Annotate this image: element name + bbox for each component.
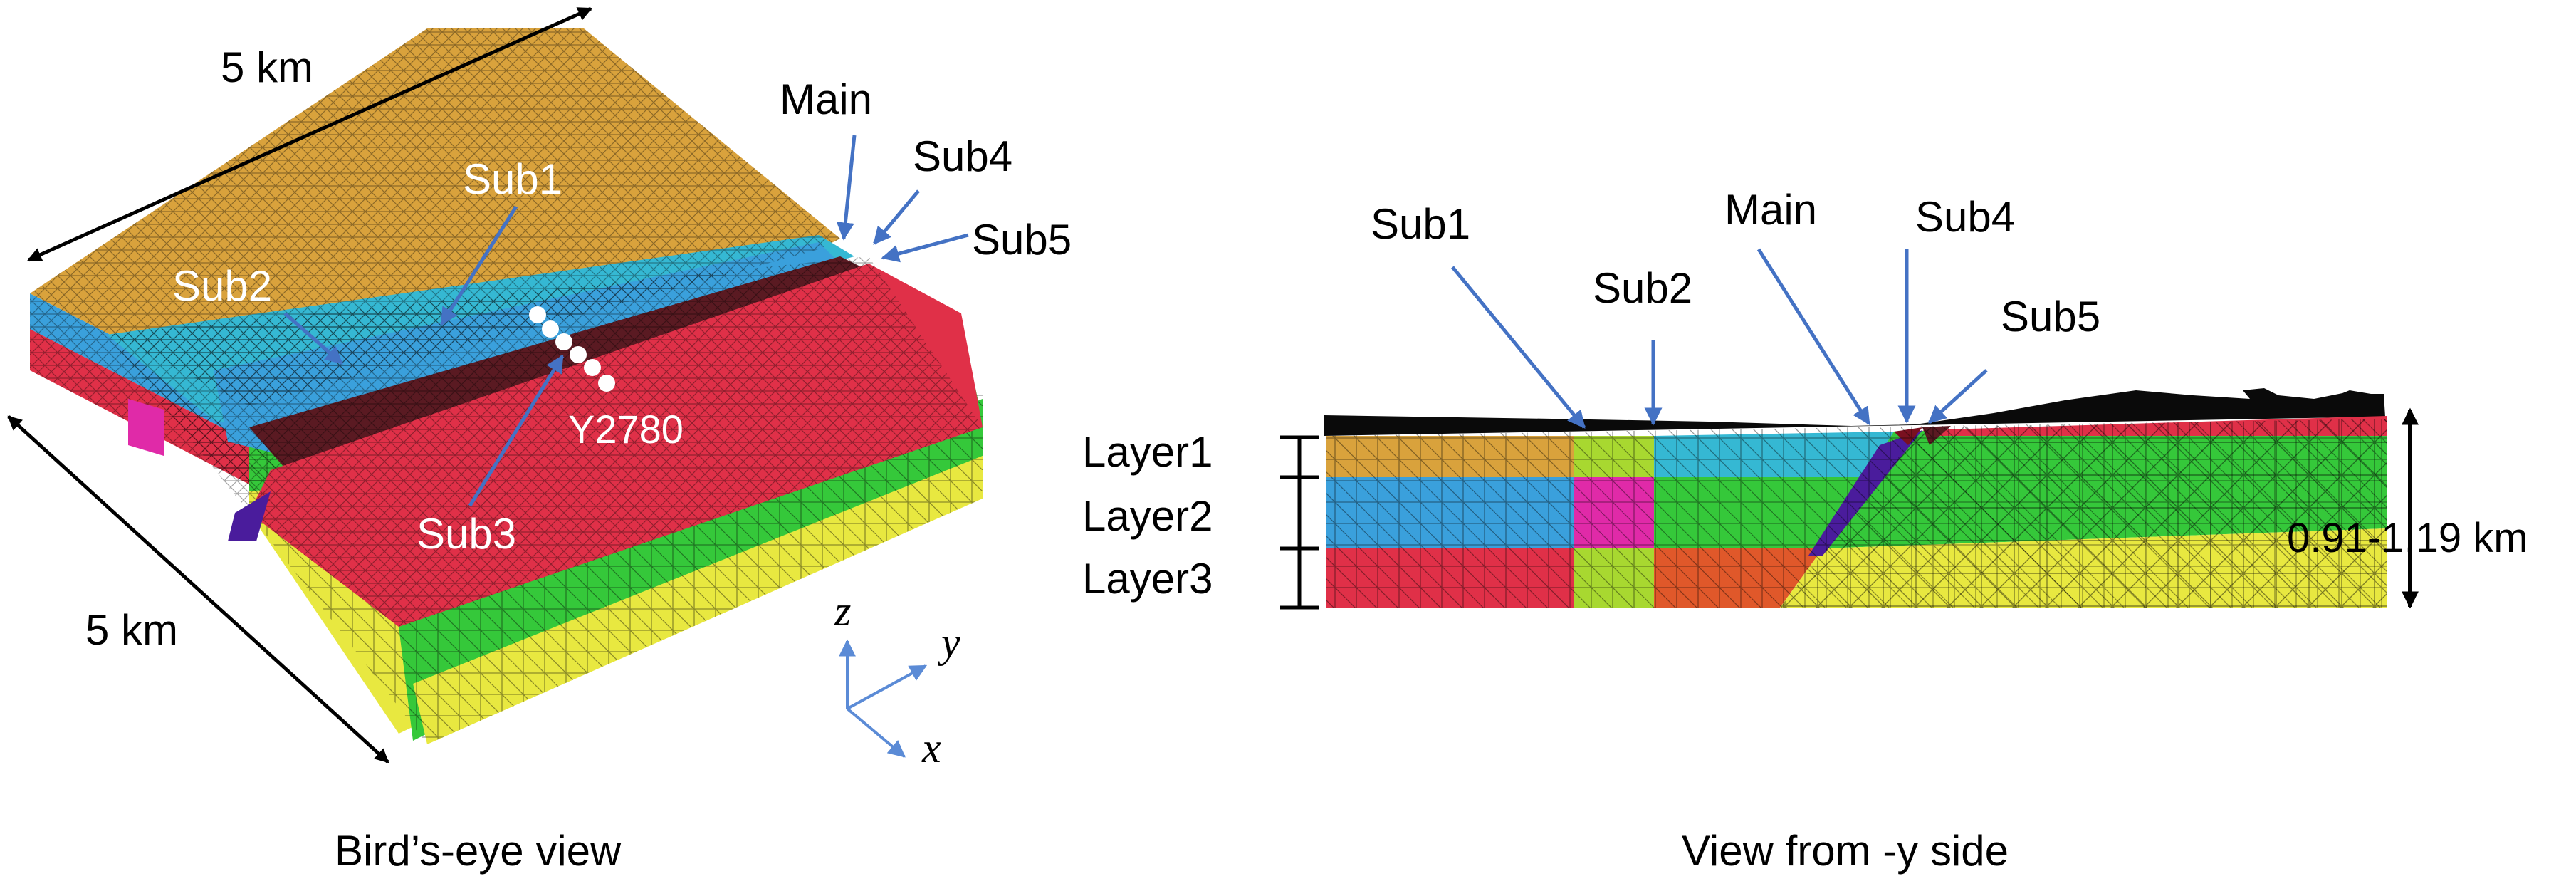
- axis-y-label: y: [937, 619, 960, 666]
- side-view-mesh-coarse: [1780, 419, 2387, 608]
- side-view-caption: View from -y side: [1682, 827, 2009, 875]
- side-main-pointer: [1756, 248, 1871, 426]
- side-sub4-label: Sub4: [1915, 193, 2015, 241]
- main-label: Main: [780, 75, 872, 123]
- layer1-label: Layer1: [1082, 428, 1213, 476]
- left-dimension-label: 5 km: [85, 606, 178, 654]
- coordinate-axes: z y x: [834, 588, 960, 771]
- left-dimension-arrow: [7, 415, 389, 763]
- sub4-label: Sub4: [913, 132, 1012, 180]
- top-dimension-arrow: [27, 6, 592, 262]
- well-y2780-label: Y2780: [568, 407, 684, 452]
- sub4-pointer: [873, 189, 920, 245]
- side-sub2-label: Sub2: [1593, 264, 1692, 312]
- side-sub1-label: Sub1: [1371, 200, 1470, 248]
- sub5-label: Sub5: [972, 216, 1072, 264]
- birds-eye-view-panel: 5 km 5 km Sub1 Sub2 Sub3 Main Sub4 Sub5 …: [7, 6, 1072, 875]
- axis-z-label: z: [834, 588, 851, 635]
- layer-brackets: [1280, 435, 1319, 610]
- sub3-label: Sub3: [417, 510, 516, 558]
- side-sub5-pointer: [1928, 369, 1988, 424]
- thickness-label: 0.91-1.19 km: [2287, 515, 2528, 561]
- side-sub5-label: Sub5: [2001, 293, 2100, 340]
- layer2-label: Layer2: [1082, 492, 1213, 540]
- sub2-label: Sub2: [172, 262, 272, 310]
- axis-x-label: x: [921, 724, 941, 771]
- top-dimension-label: 5 km: [221, 43, 313, 91]
- surface-topography: [1324, 388, 2385, 436]
- model-top-surface: [30, 28, 983, 627]
- sub1-label: Sub1: [463, 155, 562, 203]
- sub5-pointer: [881, 233, 969, 263]
- sub2-pointer: [283, 312, 343, 365]
- layer3-label: Layer3: [1082, 555, 1213, 603]
- well-y2780-markers: [529, 306, 615, 392]
- side-main-label: Main: [1724, 186, 1817, 234]
- birds-eye-caption: Bird’s-eye view: [335, 827, 622, 875]
- sub1-pointer: [439, 205, 518, 326]
- main-pointer: [836, 135, 857, 241]
- side-view-panel: Layer1 Layer2 Layer3 0.91-1.19 km Sub1 S…: [1082, 186, 2528, 875]
- side-sub1-pointer: [1451, 266, 1586, 429]
- sub3-pointer: [468, 354, 565, 507]
